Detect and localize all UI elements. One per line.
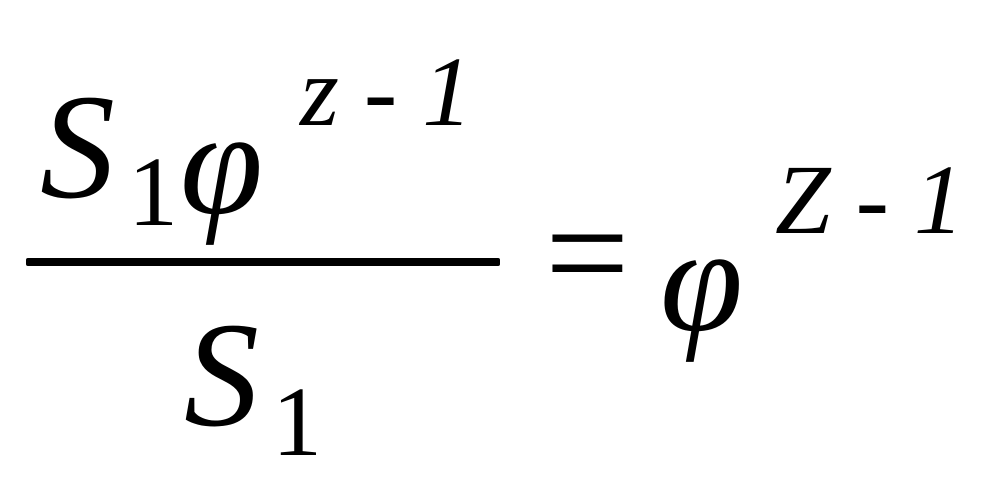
equals-sign: = [545, 170, 630, 336]
denominator-subscript: 1 [272, 366, 322, 477]
numerator-subscript: 1 [128, 136, 178, 247]
rhs-exponent: Z - 1 [775, 144, 964, 255]
numerator-exponent: z - 1 [300, 36, 473, 147]
denominator-s: S [184, 292, 259, 458]
numerator-phi: φ [180, 80, 263, 246]
fraction-bar [26, 258, 500, 266]
numerator-s: S [40, 64, 115, 230]
rhs-phi: φ [660, 197, 743, 363]
